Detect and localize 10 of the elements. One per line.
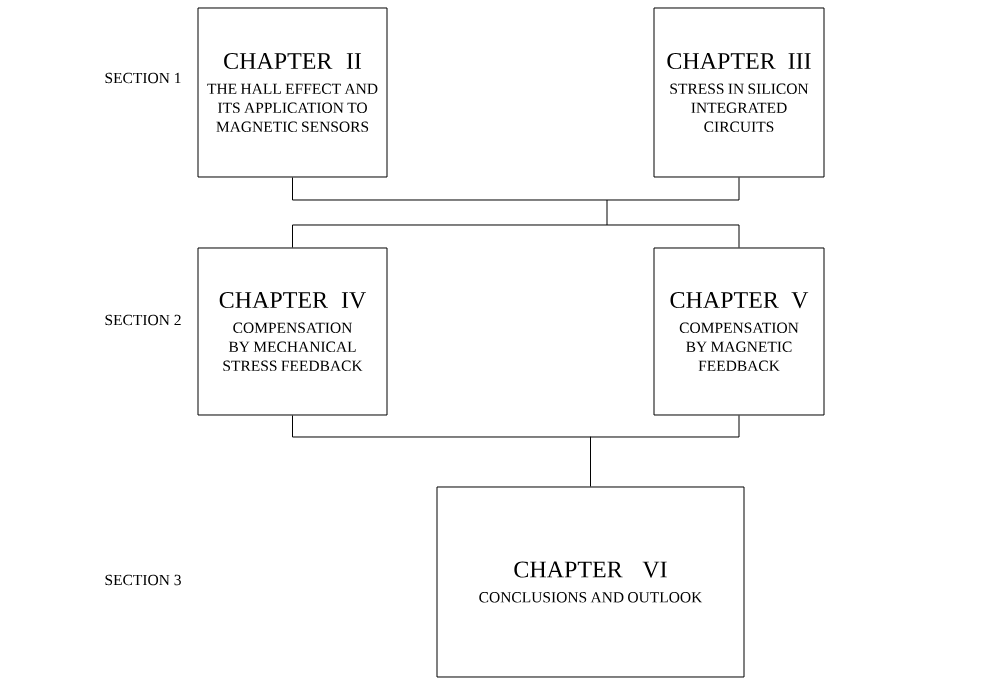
section-label: SECTION 2	[105, 314, 181, 326]
chapter-box: CHAPTER VI CONCLUSIONS AND OUTLOOK	[436, 486, 745, 678]
connector-line	[292, 415, 740, 487]
chapter-box: CHAPTER III STRESS IN SILICON INTEGRATED CIRCUITS	[653, 7, 825, 178]
chapter-box: CHAPTER II THE HALL EFFECT AND ITS APPLICATION TO MAGNETIC SENSORS	[197, 7, 388, 178]
section-label: SECTION 1	[105, 72, 181, 84]
chapter-box: CHAPTER IV COMPENSATION BY MECHANICAL STRESS FEEDBACK	[197, 247, 388, 416]
chapter-box: CHAPTER V COMPENSATION BY MAGNETIC FEEDBACK	[653, 247, 825, 416]
connector-line	[292, 177, 740, 248]
section-label: SECTION 3	[105, 574, 181, 586]
